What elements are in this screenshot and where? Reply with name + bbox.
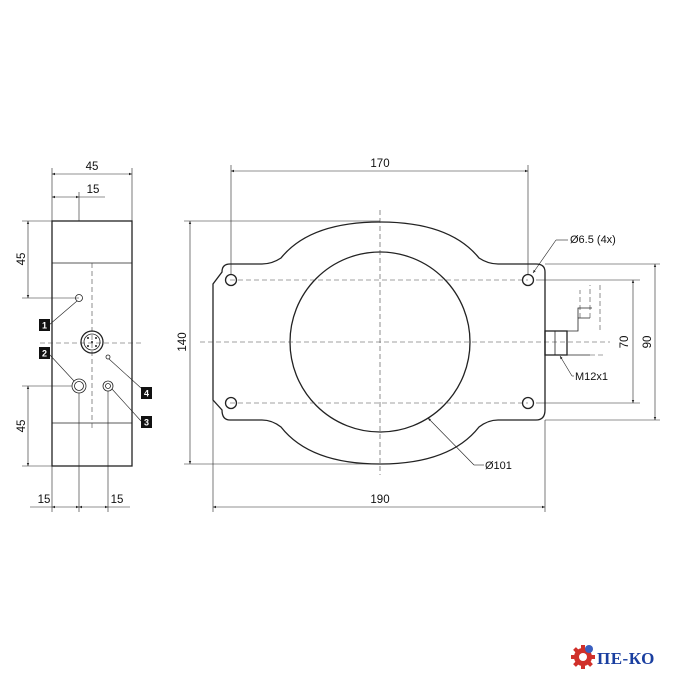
mounting-hole-top-left: [224, 273, 238, 287]
bore-callout: Ø101: [485, 460, 512, 472]
mounting-hole-bottom-left: [224, 396, 238, 410]
connector-callout: M12x1: [575, 371, 608, 383]
side-body-outline: [51, 220, 133, 467]
marker-2: 2: [42, 349, 47, 359]
dim-45-width: 45: [86, 161, 99, 173]
dim-15-bottom-right: 15: [111, 494, 124, 506]
marker-1: 1: [42, 321, 47, 331]
adjuster-port-2: [71, 378, 87, 394]
dim-190: 190: [370, 494, 389, 506]
side-view: 45 15 45 45 15 15 1 2 3 4: [16, 161, 152, 512]
marker-4-box: [141, 387, 152, 399]
marker-3-box: [141, 416, 152, 428]
hole-callout: Ø6.5 (4x): [570, 234, 616, 246]
front-view: 170 140 190 70 90 Ø6.5 (4x) M12x1 Ø101: [177, 158, 660, 512]
mounting-hole-bottom-right: [521, 396, 535, 410]
marker-3: 3: [144, 418, 149, 428]
mounting-hole-top-right: [521, 273, 535, 287]
adjuster-port-3: [102, 380, 114, 392]
company-logo: ПЕ-КО: [571, 645, 655, 669]
marker-4: 4: [144, 389, 149, 399]
marker-2-box: [39, 347, 50, 359]
sensor-body-outline: [212, 221, 546, 465]
dim-140: 140: [177, 332, 189, 351]
m12-connector-port: [80, 330, 104, 354]
m12-connector: [544, 285, 605, 356]
dim-45-bottom: 45: [16, 420, 28, 433]
gear-icon: [571, 645, 595, 669]
logo-text: ПЕ-КО: [597, 649, 655, 668]
led-indicator-4: [105, 354, 111, 360]
dim-70: 70: [619, 336, 631, 349]
dim-15-offset: 15: [87, 184, 100, 196]
dim-90: 90: [642, 336, 654, 349]
dim-170: 170: [370, 158, 389, 170]
marker-1-box: [39, 319, 50, 331]
dim-15-bottom-left: 15: [38, 494, 51, 506]
dim-45-top: 45: [16, 253, 28, 266]
